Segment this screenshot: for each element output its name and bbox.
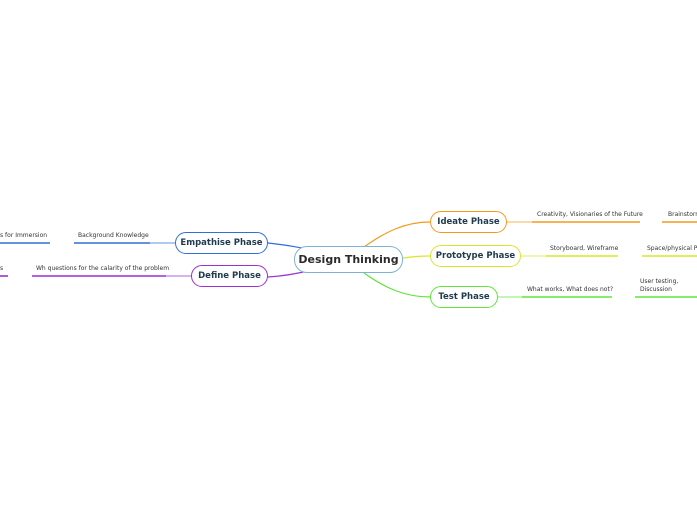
central-topic[interactable]: Design Thinking [294,246,403,273]
test-phase-node[interactable]: Test Phase [430,286,498,308]
prototype-phase-node[interactable]: Prototype Phase [430,245,521,267]
leaf-immersion[interactable]: s for Immersion [0,232,48,239]
leaf-brainstorm[interactable]: Brainstorn [668,211,697,218]
leaf-background-knowledge[interactable]: Background Knowledge [78,232,149,239]
leaf-what-works[interactable]: What works, What does not? [527,286,614,293]
leaf-discussion[interactable]: Discussion [640,286,672,293]
leaf-space-physical[interactable]: Space/physical Pr [647,245,697,252]
leaf-user-testing[interactable]: User testing, [640,278,679,285]
connector-ideate [363,221,431,248]
leaf-creativity[interactable]: Creativity, Visionaries of the Future [537,211,643,218]
empathise-phase-node[interactable]: Empathise Phase [175,232,268,254]
define-phase-node[interactable]: Define Phase [191,265,268,287]
leaf-wh-questions[interactable]: Wh questions for the calarity of the pro… [36,265,170,272]
ideate-phase-node[interactable]: Ideate Phase [430,211,507,233]
leaf-define-cut[interactable]: s [0,265,4,272]
leaf-storyboard[interactable]: Storyboard, Wireframe [550,245,619,252]
connector-test [363,272,431,298]
connector-prototype [402,255,431,259]
